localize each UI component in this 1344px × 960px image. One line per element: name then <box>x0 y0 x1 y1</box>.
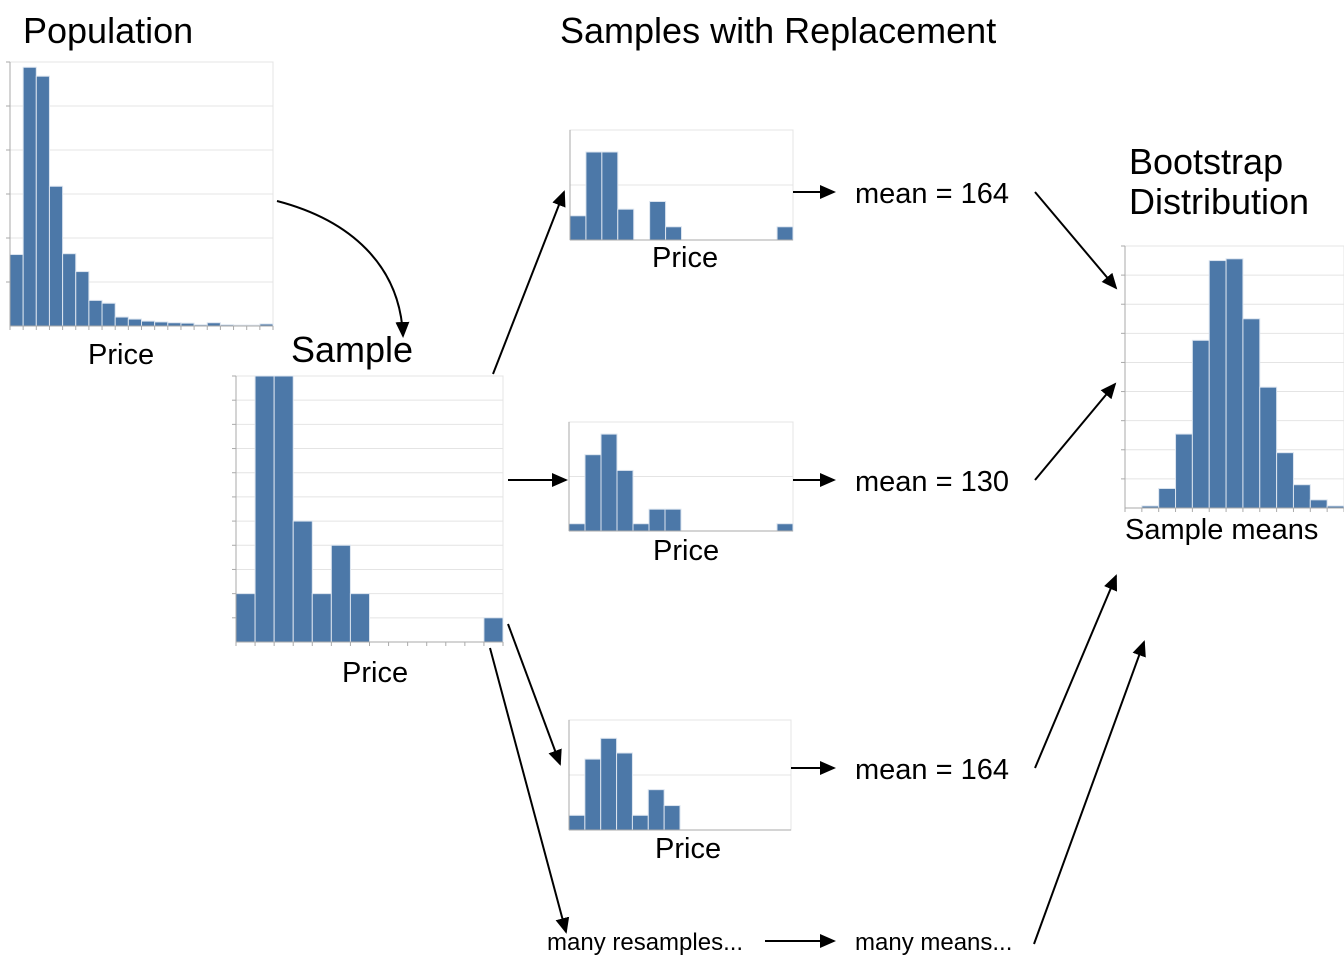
bootstrap-axis-label: Sample means <box>1125 514 1319 546</box>
sample-axis-label: Price <box>342 657 409 689</box>
arrow-mean2-to-bootstrap <box>1034 382 1117 481</box>
bootstrap-bar <box>1242 318 1261 509</box>
sample-bar <box>311 593 332 643</box>
bootstrap-bar <box>1208 260 1227 509</box>
arrow-mean3-to-bootstrap <box>1034 574 1118 769</box>
population-axis-label: Price <box>88 339 155 371</box>
resample3-bar <box>616 752 633 831</box>
resample3-bar <box>647 789 665 831</box>
population-histogram <box>6 61 274 330</box>
sample-bar <box>235 593 256 643</box>
resample3-axis-label: Price <box>655 833 722 865</box>
mean-label-3: mean = 164 <box>855 754 1009 786</box>
mean-label-1: mean = 164 <box>855 178 1009 210</box>
resample2-bar <box>616 469 634 532</box>
population-bar <box>62 253 77 327</box>
resample1-bar <box>649 201 667 241</box>
resample2-axis-label: Price <box>653 535 720 567</box>
resample3-bar <box>584 758 602 831</box>
resample1-bar <box>585 151 603 241</box>
sample-bar <box>273 375 294 643</box>
bootstrap-bar <box>1225 258 1244 509</box>
population-bar <box>154 321 169 327</box>
resample3-bar <box>568 814 586 831</box>
resample3-histogram <box>568 719 792 831</box>
bootstrap-bar <box>1191 339 1210 509</box>
resample2-bar <box>664 508 682 532</box>
resample2-bar <box>632 523 650 532</box>
arrow-many-means-to-bootstrap <box>1033 640 1146 945</box>
population-bar <box>101 302 116 327</box>
population-title: Population <box>23 10 194 51</box>
arrow-population-to-sample <box>276 200 410 338</box>
many-means-label: many means... <box>855 929 1013 956</box>
bootstrap-bar <box>1276 452 1294 509</box>
resample3-bar <box>631 814 649 831</box>
resample2-bar <box>776 523 794 532</box>
resample1-axis-label: Price <box>652 242 719 274</box>
mean-label-2: mean = 130 <box>855 466 1009 498</box>
resample3-bar <box>663 805 681 831</box>
bootstrap-title-line1: Bootstrap <box>1129 141 1284 182</box>
sample-bar <box>254 375 275 643</box>
bootstrap-histogram <box>1121 245 1344 512</box>
many-resamples-label: many resamples... <box>547 929 744 956</box>
population-bar <box>35 75 50 327</box>
resample2-bar <box>648 508 666 532</box>
bootstrap-bar <box>1292 484 1311 509</box>
resample2-histogram <box>568 421 794 532</box>
sample-bar <box>330 544 351 643</box>
resample1-bar <box>569 215 587 241</box>
population-bar <box>88 299 103 327</box>
resample1-histogram <box>569 129 794 241</box>
resample2-bar <box>600 433 618 532</box>
population-bar <box>114 316 129 327</box>
resamples-title: Samples with Replacement <box>560 10 997 51</box>
resample2-bar <box>584 454 602 532</box>
arrow-mean1-to-bootstrap <box>1034 191 1118 290</box>
sample-bar <box>292 520 313 643</box>
population-bar <box>127 318 143 327</box>
sample-bar <box>349 593 370 643</box>
resample1-bar <box>665 226 682 241</box>
sample-histogram <box>232 375 504 646</box>
bootstrap-bar <box>1309 499 1328 509</box>
bootstrap-title-line2: Distribution <box>1129 181 1310 222</box>
population-bar <box>22 66 37 327</box>
resample3-bar <box>600 737 618 831</box>
population-bar <box>48 185 64 327</box>
resample1-bar <box>776 226 794 241</box>
population-bar <box>9 254 24 327</box>
sample-bar <box>483 617 504 643</box>
resample2-bar <box>568 523 586 532</box>
arrow-sample-to-resample1 <box>492 190 566 375</box>
population-bar <box>141 320 156 327</box>
bootstrap-bar <box>1259 386 1278 509</box>
population-bar <box>75 271 90 327</box>
bootstrap-bar <box>1158 487 1177 509</box>
resample1-bar <box>601 151 619 241</box>
bootstrap-bar <box>1175 433 1193 509</box>
resample1-bar <box>617 208 635 241</box>
arrow-sample-to-resample3 <box>507 623 562 766</box>
arrow-sample-to-many-resamples <box>489 647 570 934</box>
sample-title: Sample <box>291 329 414 370</box>
